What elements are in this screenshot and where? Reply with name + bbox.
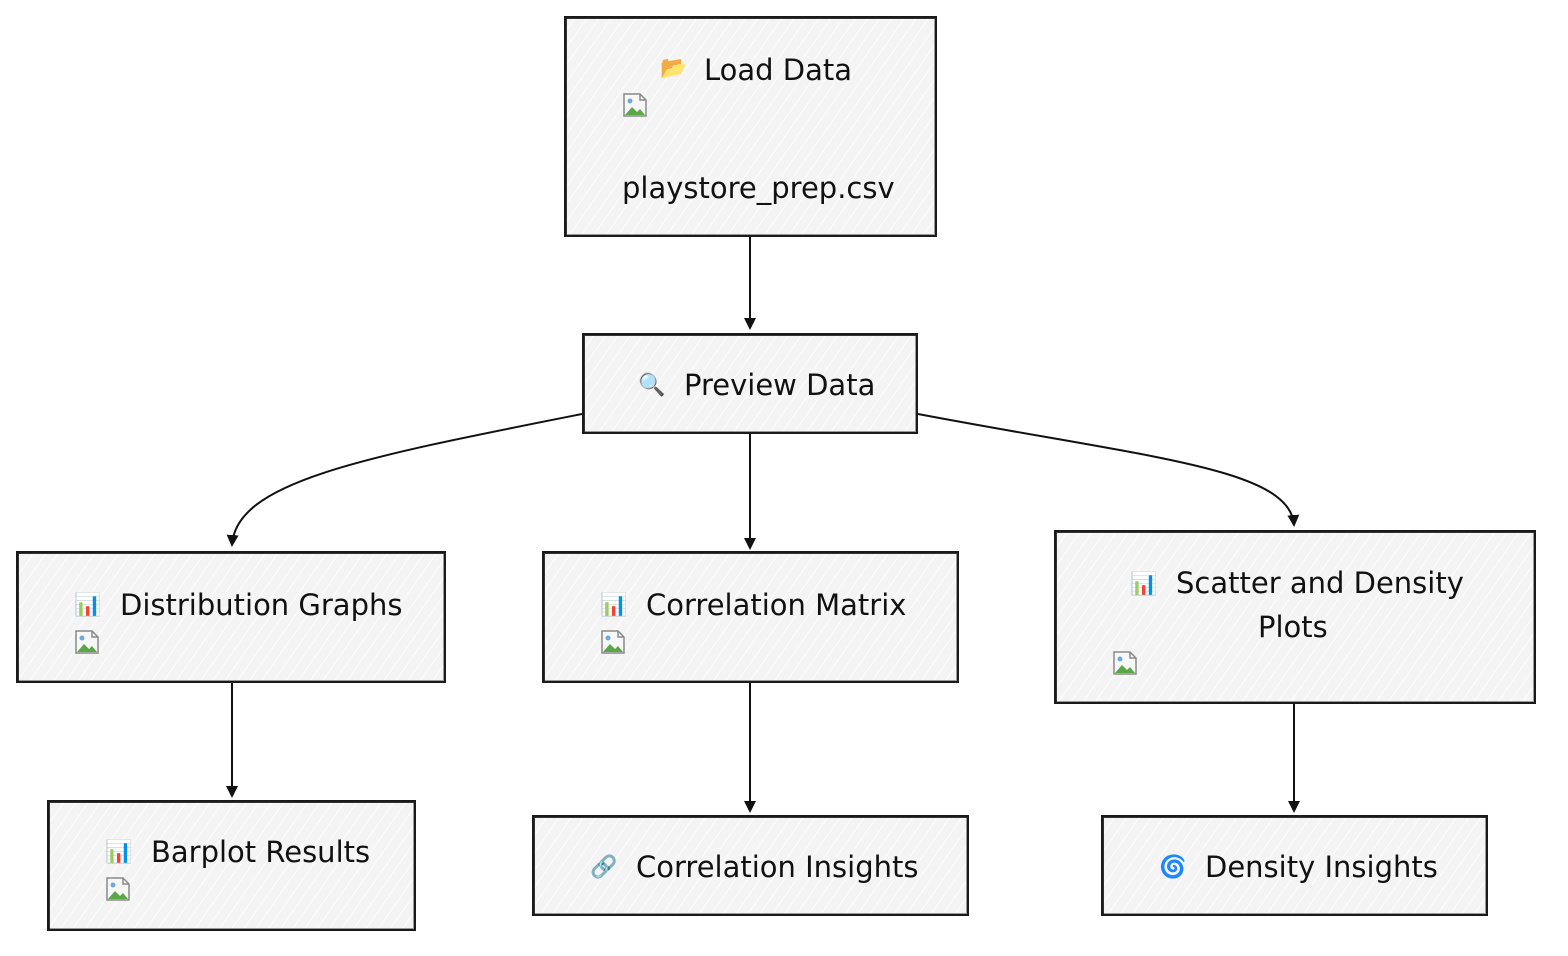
node-title: Barplot Results (151, 835, 371, 869)
open-folder-icon: 📂 (660, 56, 688, 81)
broken-image-icon (601, 630, 625, 654)
node-distribution-graphs[interactable]: 📊 Distribution Graphs (16, 551, 446, 683)
file-name: playstore_prep.csv (622, 171, 895, 205)
broken-image-icon (75, 630, 99, 654)
node-correlation-insights[interactable]: 🔗 Correlation Insights (532, 815, 969, 916)
node-title: Distribution Graphs (120, 588, 403, 622)
node-density-insights[interactable]: 🌀 Density Insights (1101, 815, 1488, 916)
node-title: Preview Data (684, 368, 876, 402)
broken-image-icon (106, 877, 130, 901)
magnifier-icon: 🔍 (638, 373, 666, 398)
node-title: Correlation Insights (636, 850, 919, 884)
node-load-data[interactable]: 📂 Load Data playstore_prep.csv (564, 16, 937, 237)
node-title: Density Insights (1205, 850, 1438, 884)
bar-chart-icon: 📊 (105, 840, 133, 865)
node-title-line2: Plots (1258, 610, 1328, 644)
cyclone-icon: 🌀 (1159, 855, 1187, 880)
bar-chart-icon: 📊 (1130, 572, 1158, 597)
broken-image-icon (1113, 651, 1137, 675)
bar-chart-icon: 📊 (600, 593, 628, 618)
node-title: Correlation Matrix (646, 588, 907, 622)
node-correlation-matrix[interactable]: 📊 Correlation Matrix (542, 551, 959, 683)
node-scatter-density-plots[interactable]: 📊 Scatter and Density Plots (1054, 530, 1536, 704)
link-icon: 🔗 (590, 855, 618, 880)
node-preview-data[interactable]: 🔍 Preview Data (582, 333, 918, 434)
node-barplot-results[interactable]: 📊 Barplot Results (47, 800, 416, 931)
edge-preview-to-distribution (226, 413, 583, 547)
edge-preview-to-scatter (917, 413, 1300, 527)
bar-chart-icon: 📊 (74, 593, 102, 618)
node-title-line1: Scatter and Density (1176, 566, 1464, 600)
broken-image-icon (623, 93, 647, 117)
node-title: Load Data (704, 53, 853, 87)
